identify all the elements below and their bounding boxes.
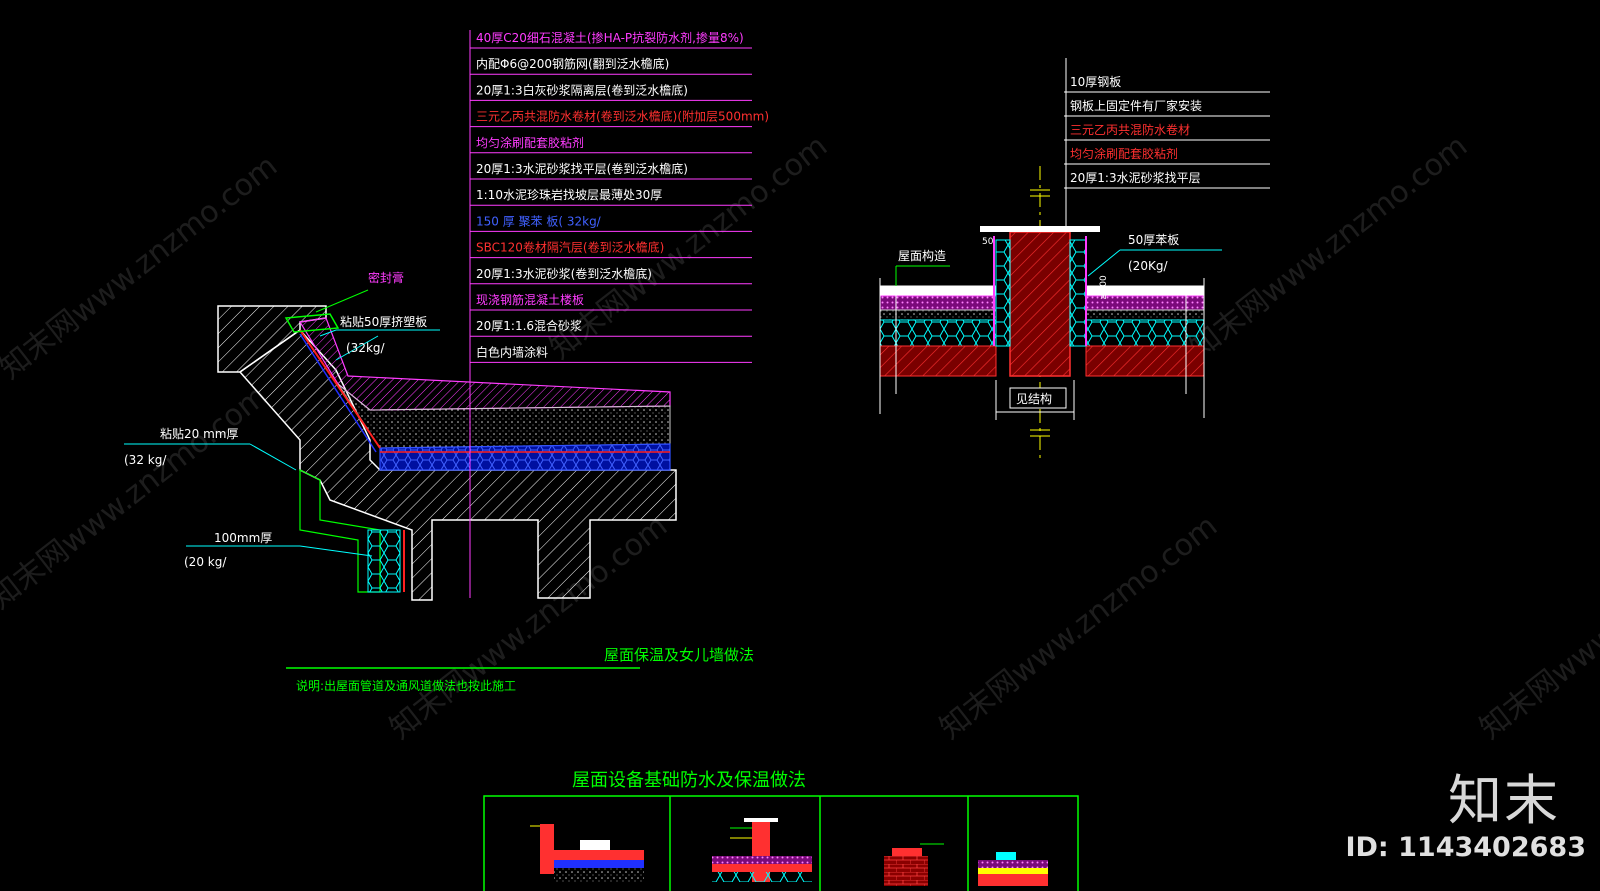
watermark: 知末网www.znzmo.com — [1473, 508, 1600, 746]
left-detail-title: 屋面保温及女儿墙做法 — [604, 646, 754, 664]
roof-layer-insulation — [879, 319, 997, 347]
left-detail-note: 说明:出屋面管道及通风道做法也按此施工 — [296, 678, 516, 693]
roof-label: 屋面构造 — [898, 248, 946, 263]
layer-callout-label: SBC120卷材隔汽层(卷到泛水檐底) — [476, 240, 664, 255]
board20-label: 粘贴20 mm厚 — [160, 426, 238, 441]
layer-callout-label: 白色内墙涂料 — [476, 344, 548, 359]
parapet-section-drawing: 40厚C20细石混凝土(掺HA-P抗裂防水剂,掺量8%) 内配Φ6@200钢筋网(… — [124, 30, 769, 693]
dim-right: ≥300 — [1099, 275, 1109, 300]
layer-callout-label: 均匀涂刷配套胶粘剂 — [1070, 146, 1178, 161]
mini-detail-2 — [712, 818, 812, 882]
roof-layer-insulation — [1085, 319, 1205, 347]
callout-underlines — [1064, 91, 1270, 189]
layer-callout-label: 10厚钢板 — [1070, 75, 1121, 89]
layer-callout-label: 1:10水泥珍珠岩找坡层最薄处30厚 — [476, 187, 662, 202]
roof-layer-pink — [879, 295, 997, 311]
layer-callout-label: 钢板上固定件有厂家安装 — [1070, 98, 1202, 113]
roof-layer-fill — [879, 309, 997, 321]
layer-callout-label: 均匀涂刷配套胶粘剂 — [476, 135, 584, 150]
board50-label: 粘贴50厚挤塑板 — [340, 314, 427, 329]
layer-callout-label: 150 厚 聚苯 板( 32kg/ — [476, 214, 602, 228]
layer-callout-label: 20厚1:3水泥砂浆找平层 — [1070, 170, 1201, 185]
membrane-line — [299, 329, 381, 449]
leader-line — [315, 289, 369, 313]
board-label: 50厚苯板 — [1128, 233, 1179, 247]
side-insulation-board — [367, 529, 401, 593]
layer-callout-label: 内配Φ6@200钢筋网(翻到泛水檐底) — [476, 56, 669, 71]
layer-callout-list: 40厚C20细石混凝土(掺HA-P抗裂防水剂,掺量8%) 内配Φ6@200钢筋网(… — [476, 30, 769, 359]
callout-underlines — [470, 47, 752, 363]
board20-density: (32 kg/ — [124, 453, 167, 467]
equipment-base-drawing: 见结构 50 ≥300 10厚钢板钢板上固定件有厂家安装三元乙丙共混防水卷材均匀… — [879, 58, 1270, 460]
pedestal-insulation — [1069, 239, 1087, 347]
leader-line — [319, 329, 337, 337]
layer-callout-label: 40厚C20细石混凝土(掺HA-P抗裂防水剂,掺量8%) — [476, 30, 744, 45]
structure-tag — [1009, 387, 1067, 409]
layer-callout-label: 三元乙丙共混防水卷材 — [1070, 122, 1190, 137]
layer-callout-label: 20厚1:3水泥砂浆(卷到泛水檐底) — [476, 266, 652, 281]
dim-small: 50 — [982, 237, 994, 247]
pedestal-insulation — [995, 239, 1011, 347]
structure-label: 见结构 — [1016, 391, 1052, 406]
concrete-pedestal — [1009, 231, 1071, 377]
layer-callout-label: 三元乙丙共混防水卷材(卷到泛水檐底)(附加层500mm) — [476, 109, 769, 124]
layer-callout-label: 20厚1:3水泥砂浆找平层(卷到泛水檐底) — [476, 161, 688, 176]
leader-line — [299, 545, 373, 557]
detail-frame — [483, 795, 1079, 891]
leader-line — [335, 335, 379, 361]
membrane-line — [299, 333, 377, 453]
roof-layer-slab — [1085, 345, 1205, 377]
board100-density: (20 kg/ — [184, 555, 227, 569]
bottom-section-title: 屋面设备基础防水及保温做法 — [572, 770, 806, 791]
board-density: (20Kg/ — [1128, 259, 1168, 273]
leader-line — [249, 443, 297, 471]
roof-layer-top — [879, 285, 997, 297]
layer-callout-label: 20厚1:1.6混合砂浆 — [476, 318, 582, 333]
mini-detail-3 — [884, 843, 944, 886]
sealant-label: 密封膏 — [368, 270, 404, 285]
watermark: 知末网www.znzmo.com — [933, 508, 1224, 746]
board50-density: (32kg/ — [346, 341, 386, 355]
polystyrene-board-layer — [379, 443, 671, 471]
roof-layer-slab — [879, 345, 997, 377]
image-id-label: ID: 1143402683 — [1345, 832, 1586, 863]
bottom-detail-sheet: 屋面设备基础防水及保温做法 — [483, 770, 1079, 891]
watermark-layer: 知末网www.znzmo.com 知末网www.znzmo.com 知末网www… — [0, 128, 1600, 746]
steel-plate — [980, 226, 1100, 232]
brand-logo: 知末 — [1448, 769, 1560, 832]
layer-callout-label: 现浇钢筋混凝土楼板 — [476, 292, 584, 307]
board100-label: 100mm厚 — [214, 531, 272, 545]
watermark: 知末网www.znzmo.com — [0, 378, 274, 616]
layer-callout-label: 20厚1:3白灰砂浆隔离层(卷到泛水檐底) — [476, 82, 688, 97]
sealant-flashing — [284, 313, 340, 333]
mini-detail-4 — [978, 852, 1048, 886]
mini-detail-1 — [530, 824, 644, 882]
